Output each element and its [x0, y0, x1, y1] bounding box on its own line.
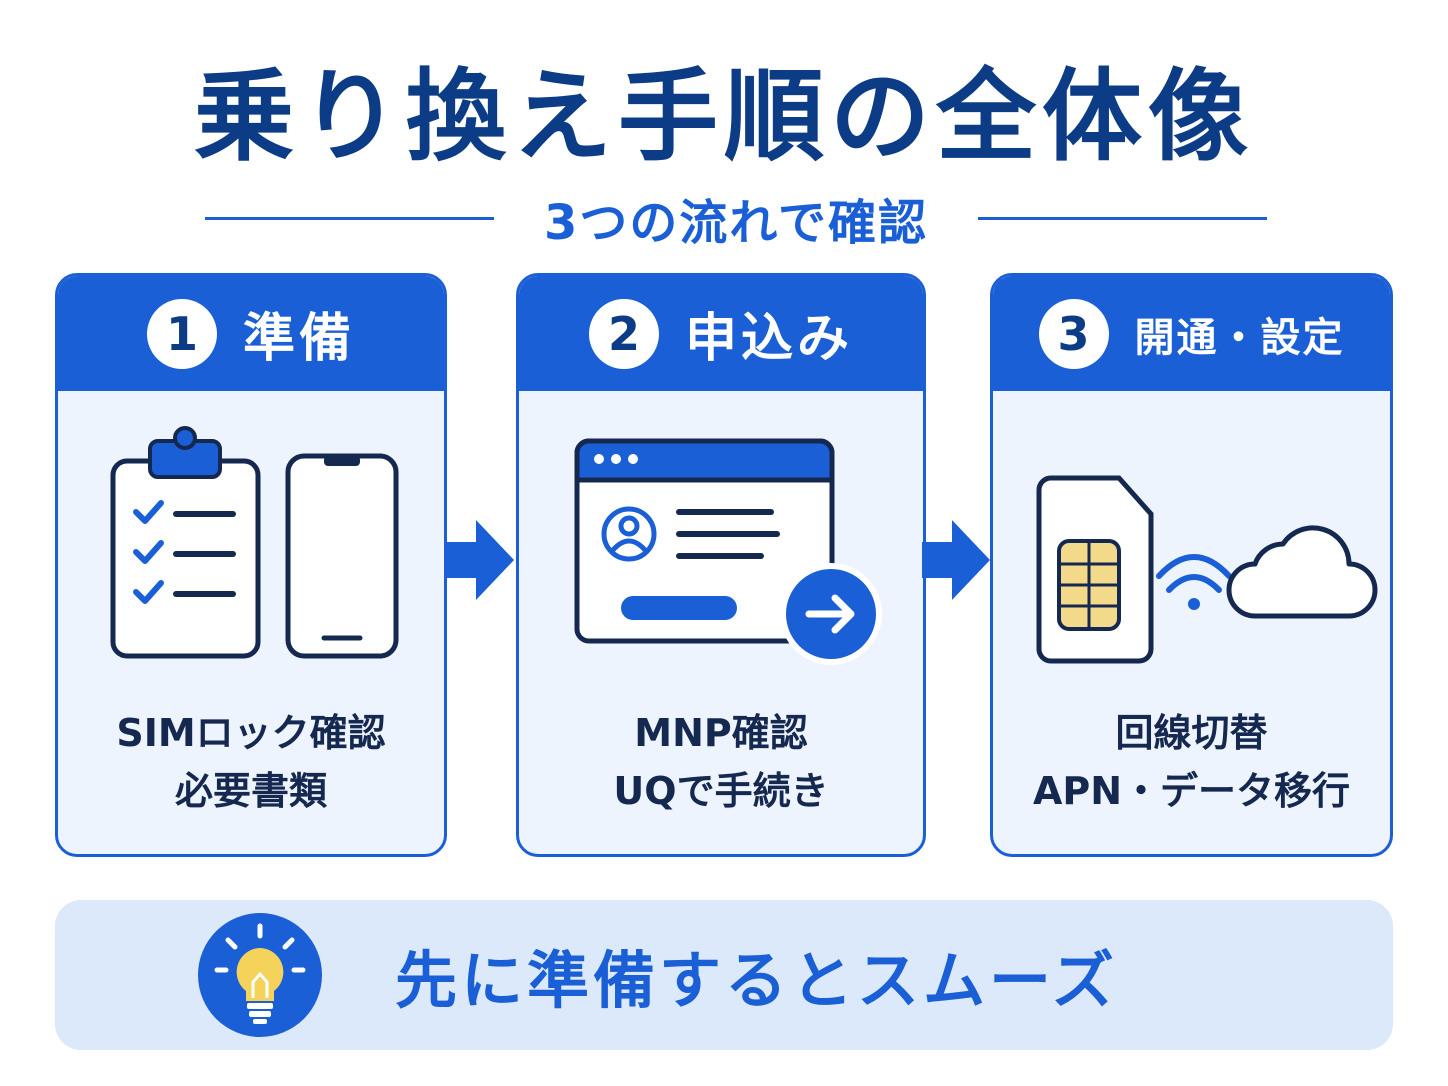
subtitle-divider-right [977, 216, 1267, 220]
subtitle: 3つの流れで確認 [544, 195, 928, 251]
arrow-right-icon [922, 520, 990, 600]
step-number-badge: 2 [588, 298, 659, 369]
step-card-2: 2 申込み MNP確認 UQで手続き [516, 273, 926, 857]
step-description: MNP確認 UQで手続き [519, 704, 923, 820]
step-card-3: 3 開通・設定 回線切替 APN・データ移行 [990, 273, 1393, 857]
arrow-right-icon [446, 520, 514, 600]
wifi-icon [1156, 554, 1232, 610]
step-label: 申込み [684, 309, 853, 369]
step-header: 2 申込み [519, 276, 923, 391]
smartphone-icon [285, 453, 399, 659]
browser-form-icon [574, 438, 835, 644]
step-label: 開通・設定 [1134, 314, 1345, 361]
clipboard-checklist-icon [110, 426, 261, 659]
step-description: 回線切替 APN・データ移行 [993, 704, 1390, 820]
step-line: 回線切替 [1115, 711, 1268, 755]
step-illustration [574, 438, 882, 665]
step-number-badge: 3 [1038, 298, 1109, 369]
page-title: 乗り換え手順の全体像 [194, 58, 1254, 175]
subtitle-row: 3つの流れで確認 [205, 188, 1267, 251]
step-line: SIMロック確認 [116, 711, 386, 755]
lightbulb-icon [198, 913, 322, 1037]
tip-text: 先に準備するとスムーズ [395, 944, 1118, 1017]
subtitle-divider-left [205, 216, 495, 220]
arrow-right-circle-icon [780, 563, 882, 665]
step-line: 必要書類 [174, 769, 327, 813]
step-line: UQで手続き [613, 769, 829, 813]
step-illustration [1036, 475, 1378, 664]
step-header: 1 準備 [58, 276, 444, 391]
step-line: APN・データ移行 [1032, 769, 1351, 813]
step-line: MNP確認 [634, 711, 808, 755]
step-card-1: 1 準備 SIMロック確認 必要書類 [55, 273, 447, 857]
step-header: 3 開通・設定 [993, 276, 1390, 391]
cloud-icon [1226, 525, 1378, 619]
sim-card-icon [1036, 475, 1154, 664]
step-illustration [110, 426, 399, 659]
step-number-badge: 1 [146, 298, 217, 369]
step-label: 準備 [242, 309, 355, 369]
tip-banner: 先に準備するとスムーズ [55, 900, 1393, 1050]
step-description: SIMロック確認 必要書類 [58, 704, 444, 820]
